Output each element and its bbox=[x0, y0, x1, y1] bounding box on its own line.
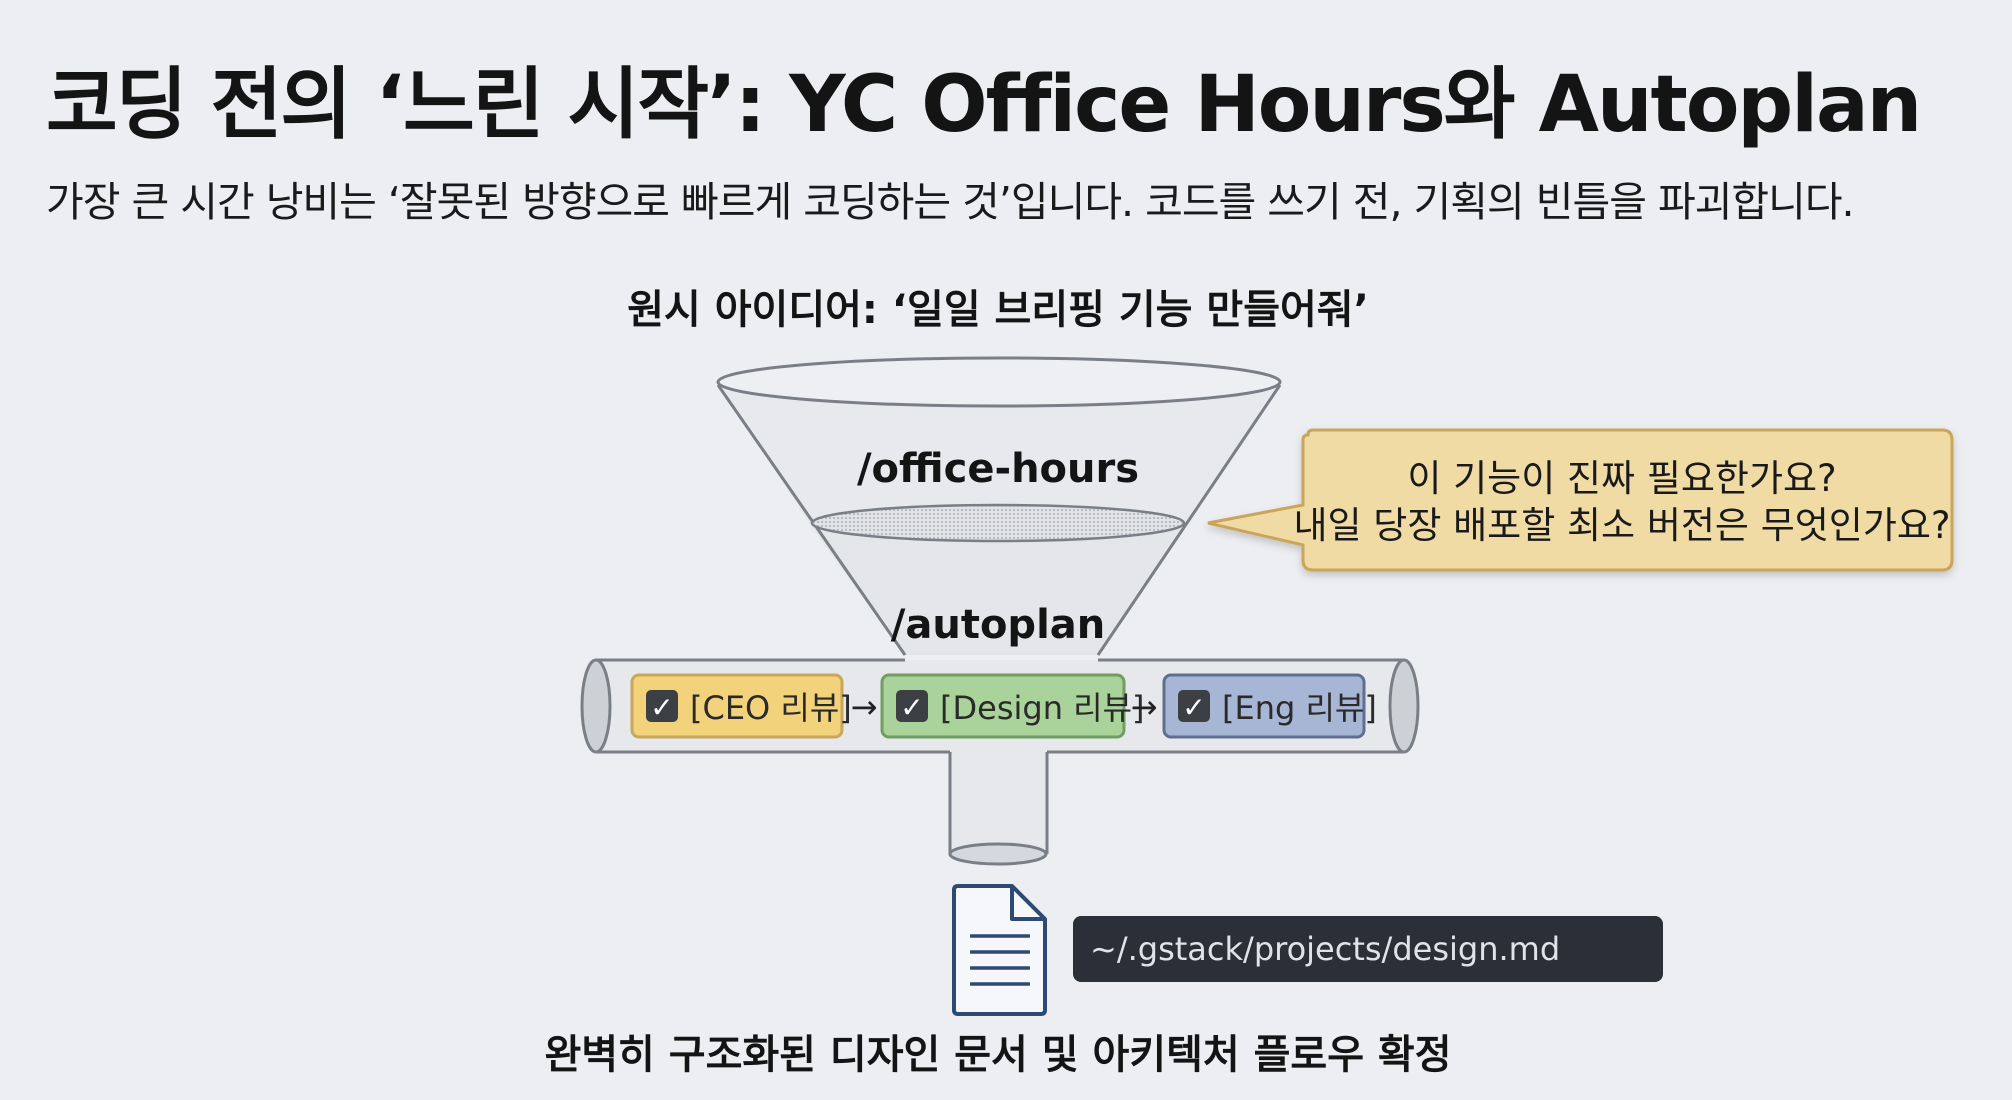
checkbox-checked-icon bbox=[646, 690, 678, 722]
check-glyph: ✓ bbox=[650, 691, 673, 724]
callout-line-1: 이 기능이 진짜 필요한가요? bbox=[1407, 457, 1836, 500]
check-glyph: ✓ bbox=[1182, 691, 1205, 724]
funnel-filter-mesh bbox=[810, 503, 1186, 543]
arrow-right-icon: → bbox=[851, 688, 878, 726]
office-hours-label: /office-hours bbox=[857, 446, 1139, 492]
outlet-body bbox=[950, 752, 1047, 854]
funnel-neck bbox=[810, 525, 1184, 655]
review-ceo-label: [CEO 리뷰] bbox=[690, 689, 852, 727]
callout-line-2: 내일 당장 배포할 최소 버전은 무엇인가요? bbox=[1293, 504, 1950, 547]
terminal-box bbox=[1073, 916, 1663, 982]
document-page bbox=[952, 884, 1047, 1016]
callout-bubble bbox=[1207, 428, 1954, 572]
review-design: ✓ [Design 리뷰] bbox=[880, 673, 1145, 739]
review-ceo: ✓ [CEO 리뷰] bbox=[630, 673, 852, 739]
output-label: 완벽히 구조화된 디자인 문서 및 아키텍처 플로우 확정 bbox=[544, 1032, 1451, 1078]
review-design-box bbox=[880, 673, 1126, 739]
review-ceo-box bbox=[630, 673, 844, 739]
file-path-text: ~/.gstack/projects/design.md bbox=[1090, 930, 1560, 968]
funnel-body bbox=[718, 382, 1280, 525]
review-eng-label: [Eng 리뷰] bbox=[1222, 689, 1377, 727]
funnel-edge-left bbox=[716, 384, 907, 656]
raw-idea-label: 원시 아이디어: ‘일일 브리핑 기능 만들어줘’ bbox=[627, 287, 1369, 333]
review-design-label: [Design 리뷰] bbox=[940, 689, 1145, 727]
funnel-edge-right bbox=[1096, 384, 1282, 656]
checkbox-checked-icon bbox=[1178, 690, 1210, 722]
document-fold bbox=[1010, 886, 1045, 921]
review-eng-box bbox=[1162, 673, 1366, 739]
funnel: /office-hours /autoplan bbox=[716, 356, 1282, 656]
pipe-right-cap bbox=[1388, 658, 1420, 754]
callout-shape bbox=[1207, 428, 1954, 572]
review-eng: ✓ [Eng 리뷰] bbox=[1162, 673, 1377, 739]
document-icon bbox=[952, 884, 1047, 1016]
page-subtitle: 가장 큰 시간 낭비는 ‘잘못된 방향으로 빠르게 코딩하는 것’입니다. 코드… bbox=[46, 178, 1855, 226]
funnel-rim bbox=[716, 356, 1282, 408]
page-title: 코딩 전의 ‘느린 시작’: YC Office Hours와 Autoplan bbox=[46, 60, 1922, 150]
pipe-left-cap bbox=[580, 658, 612, 754]
checkbox-checked-icon bbox=[896, 690, 928, 722]
outlet-mouth bbox=[948, 842, 1048, 866]
file-path-terminal: ~/.gstack/projects/design.md bbox=[1073, 916, 1663, 982]
arrow-right-icon: → bbox=[1131, 688, 1158, 726]
autoplan-label: /autoplan bbox=[891, 602, 1106, 648]
outlet-pipe bbox=[948, 752, 1049, 866]
check-glyph: ✓ bbox=[900, 691, 923, 724]
